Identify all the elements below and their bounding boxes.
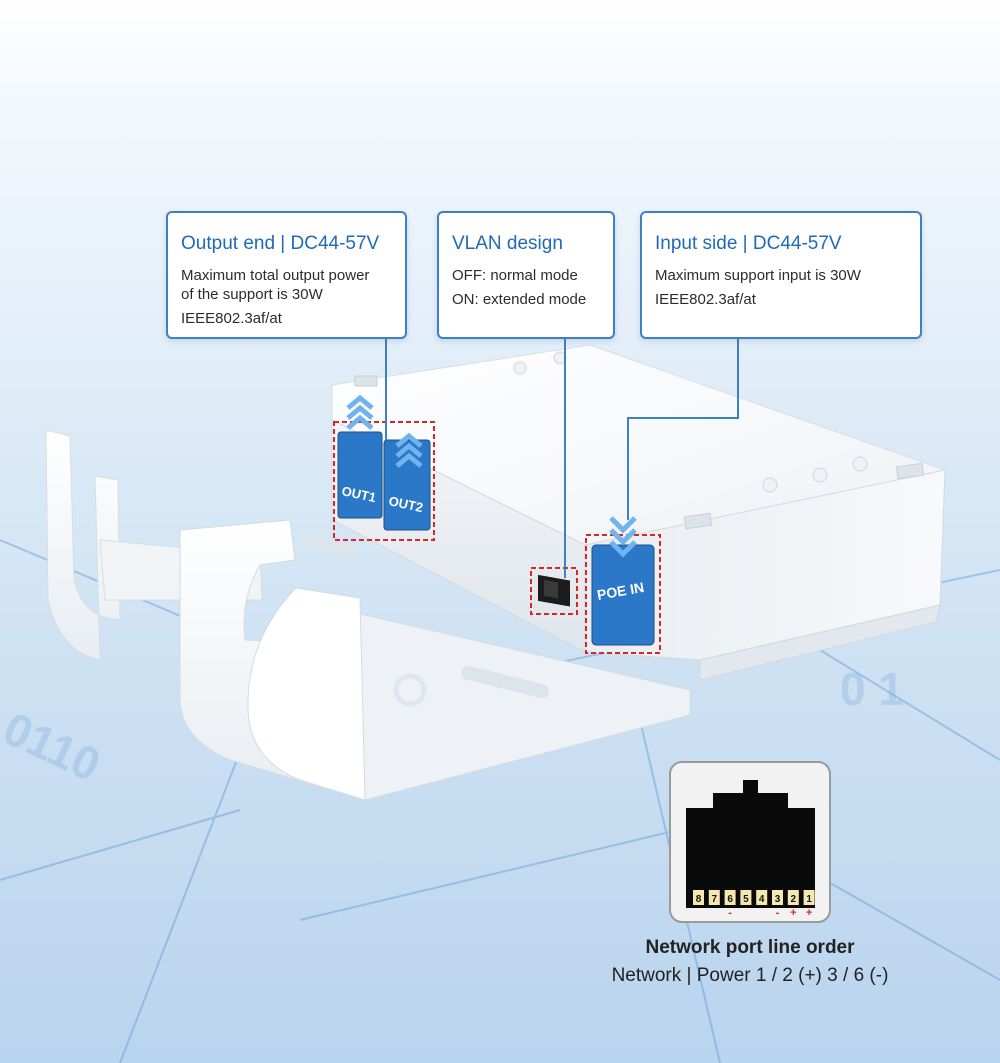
- pin-contact: [756, 890, 768, 905]
- out1-port: [337, 431, 383, 519]
- svg-text:0110: 0110: [0, 702, 108, 791]
- poe-extender-enclosure: [331, 344, 947, 681]
- pin-contact: [724, 890, 736, 905]
- vlan-switch: [530, 567, 578, 615]
- pin-polarity-mark: +: [790, 907, 796, 919]
- rj45-port-icon: [686, 780, 815, 908]
- vlan-design-title: VLAN design: [452, 233, 563, 254]
- pin-polarity-mark: +: [806, 907, 812, 919]
- pin-polarity-mark: -: [728, 907, 732, 919]
- pin-contact: [772, 890, 783, 905]
- pinout-subtitle: Network | Power 1 / 2 (+) 3 / 6 (-): [611, 965, 889, 986]
- output-end-callout: Output end | DC44-57V Maximum total outp…: [166, 211, 407, 339]
- pin-number-label: 7: [712, 894, 718, 905]
- arrow-up-icon: [346, 394, 374, 430]
- pin-number-label: 3: [775, 894, 781, 905]
- pin-number-label: 4: [759, 894, 765, 905]
- output-end-line-3: IEEE802.3af/at: [181, 310, 282, 327]
- pin-polarity-mark: -: [776, 907, 780, 919]
- mounting-bracket-front: [179, 519, 691, 801]
- input-side-line-1: Maximum support input is 30W: [655, 267, 861, 284]
- vlan-design-line-1: OFF: normal mode: [452, 267, 578, 284]
- arrow-down-icon: [609, 516, 637, 558]
- rj45-pinout-diagram: [669, 761, 831, 923]
- pinout-title: Network port line order: [645, 937, 855, 958]
- poe-in-port-group: POE IN: [585, 516, 661, 654]
- output-end-title: Output end | DC44-57V: [181, 233, 380, 254]
- callout-connectors: [385, 339, 739, 578]
- vlan-design-line-2: ON: extended mode: [452, 291, 587, 308]
- output-end-line-2: of the support is 30W: [181, 286, 323, 303]
- pin-contact: [708, 890, 720, 905]
- pin-number-label: 8: [696, 894, 702, 905]
- vlan-design-callout: VLAN design OFF: normal mode ON: extende…: [437, 211, 615, 339]
- pin-contact: [787, 890, 799, 905]
- output-ports: OUT1 OUT2: [333, 394, 435, 541]
- out1-label: OUT1: [340, 483, 377, 505]
- out2-port: [383, 439, 431, 531]
- pin-number-label: 2: [791, 894, 797, 905]
- pin-contact: [740, 890, 752, 905]
- output-end-line-1: Maximum total output power: [181, 267, 370, 284]
- pin-number-label: 5: [743, 894, 749, 905]
- pin-contact: [803, 890, 815, 905]
- out2-label: OUT2: [387, 493, 424, 515]
- input-side-callout: Input side | DC44-57V Maximum support in…: [640, 211, 922, 339]
- pin-number-label: 1: [806, 894, 812, 905]
- input-side-line-2: IEEE802.3af/at: [655, 291, 756, 308]
- arrow-up-icon: [395, 432, 423, 468]
- pin-contact: [693, 890, 704, 905]
- svg-text:0 1: 0 1: [840, 663, 904, 715]
- pin-number-label: 6: [727, 894, 733, 905]
- input-side-title: Input side | DC44-57V: [655, 233, 842, 254]
